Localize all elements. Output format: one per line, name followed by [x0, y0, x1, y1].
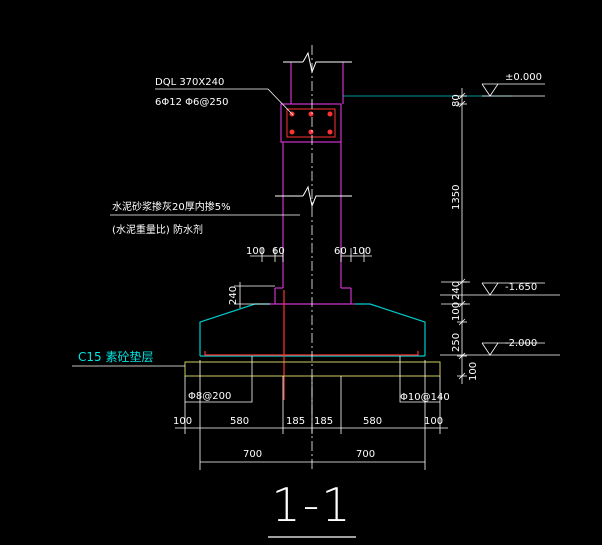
svg-text:185: 185 [314, 416, 333, 427]
svg-text:100: 100 [468, 362, 479, 381]
svg-text:100: 100 [352, 246, 371, 257]
svg-text:100: 100 [424, 416, 443, 427]
rebar-callouts [185, 356, 440, 403]
svg-text:-2.000: -2.000 [505, 338, 537, 349]
waterproof-note: 水泥砂浆掺灰20厚内掺5% (水泥重量比) 防水剂 [110, 200, 300, 236]
svg-text:1-1: 1-1 [271, 478, 352, 532]
svg-text:1350: 1350 [451, 185, 462, 210]
bottom-dimension-chain [175, 360, 448, 470]
base-rebar [204, 290, 419, 400]
vertical-dimension-text: 80 1350 240 100 250 100 [451, 94, 479, 381]
svg-text:±0.000: ±0.000 [505, 72, 542, 83]
svg-text:250: 250 [451, 333, 462, 352]
rebar-left-label: Φ8@200 [188, 391, 231, 402]
cushion-layer [184, 361, 441, 377]
svg-text:100: 100 [246, 246, 265, 257]
svg-text:100: 100 [173, 416, 192, 427]
svg-text:580: 580 [363, 416, 382, 427]
svg-text:80: 80 [451, 94, 462, 107]
svg-text:水泥砂浆掺灰20厚内掺5%: 水泥砂浆掺灰20厚内掺5% [112, 200, 231, 213]
svg-text:240: 240 [228, 286, 239, 305]
svg-text:6Φ12 Φ6@250: 6Φ12 Φ6@250 [155, 97, 228, 108]
svg-text:700: 700 [356, 449, 375, 460]
break-symbol-top [283, 51, 352, 74]
svg-text:DQL 370X240: DQL 370X240 [155, 77, 224, 88]
left-vertical-dimension: 240 [228, 282, 275, 308]
svg-text:100: 100 [451, 302, 462, 321]
beam-rebar [286, 108, 336, 138]
svg-text:(水泥重量比) 防水剂: (水泥重量比) 防水剂 [112, 223, 203, 236]
svg-text:C15 素砼垫层: C15 素砼垫层 [78, 349, 153, 364]
beam-label: DQL 370X240 6Φ12 Φ6@250 [155, 77, 294, 116]
foundation-outline [199, 303, 426, 357]
elevation-bottom: -2.000 [440, 338, 560, 356]
vertical-dimension-chain [441, 88, 470, 384]
break-symbol-mid [275, 185, 352, 208]
svg-text:240: 240 [451, 281, 462, 300]
elevation-mid: -1.650 [440, 282, 560, 296]
svg-text:60: 60 [272, 246, 285, 257]
cushion-label: C15 素砼垫层 [72, 349, 185, 367]
svg-text:60: 60 [334, 246, 347, 257]
svg-text:580: 580 [230, 416, 249, 427]
wall-outline [270, 62, 355, 305]
svg-text:-1.650: -1.650 [505, 282, 537, 293]
section-title: 1-1 [268, 478, 356, 538]
top-dimension-chain [250, 248, 372, 262]
svg-text:700: 700 [243, 449, 262, 460]
svg-text:185: 185 [286, 416, 305, 427]
elevation-top: ±0.000 [343, 72, 545, 97]
bottom-dimension-text: 100 580 185 185 580 100 700 700 [173, 416, 443, 460]
top-dimension-text: 100 60 60 100 [246, 246, 371, 257]
